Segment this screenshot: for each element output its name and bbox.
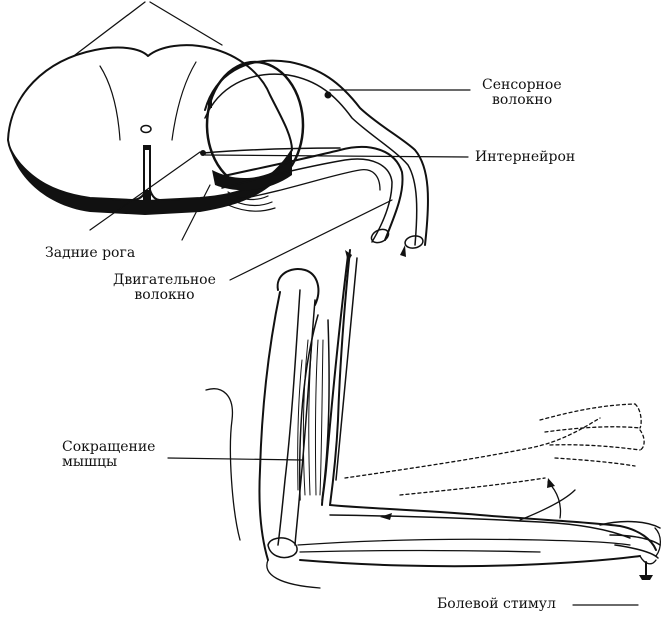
spinal-cord-section bbox=[7, 44, 305, 215]
forearm-hand bbox=[297, 489, 662, 568]
interneuron-label: Интернейрон bbox=[475, 149, 576, 165]
motor-fiber-label: Двигательное волокно bbox=[113, 272, 216, 303]
pin-stimulus bbox=[639, 561, 653, 580]
upper-arm bbox=[205, 245, 406, 589]
withdrawn-arm-dashed bbox=[344, 403, 645, 519]
sensory-fiber-label: Сенсорное волокно bbox=[482, 77, 562, 108]
dorsal-horns-label: Задние рога bbox=[45, 245, 136, 261]
leader-lines bbox=[89, 89, 639, 606]
nerve-bundle bbox=[200, 59, 429, 249]
top-pointer-lines bbox=[74, 1, 223, 56]
muscle-contraction-label: Сокращение мышцы bbox=[62, 439, 156, 470]
pain-stimulus-label: Болевой стимул bbox=[437, 596, 556, 612]
